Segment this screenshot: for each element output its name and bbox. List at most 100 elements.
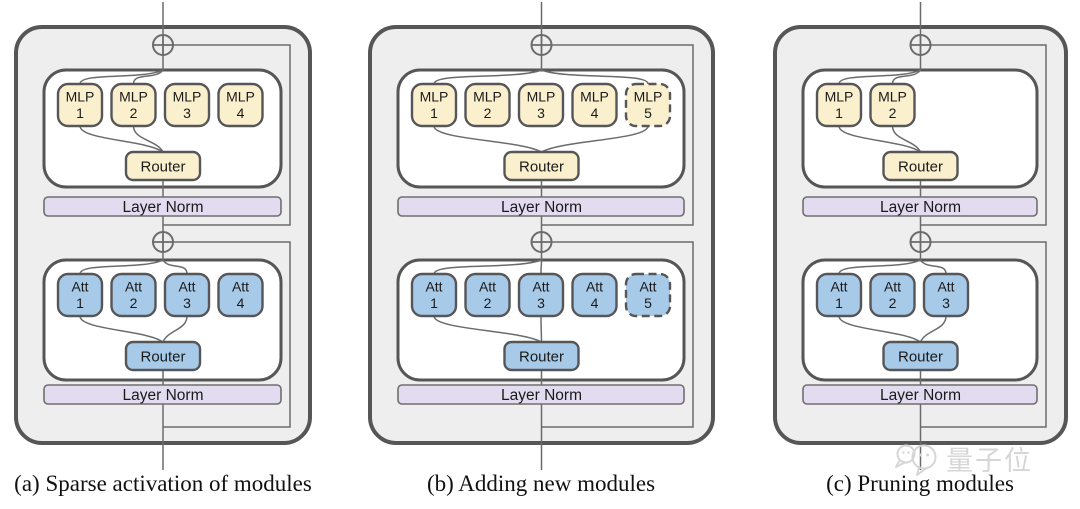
router-label: Router bbox=[519, 349, 564, 366]
caption-a: (a) Sparse activation of modules bbox=[14, 471, 312, 496]
module-number: 1 bbox=[76, 295, 84, 311]
module-number: 3 bbox=[537, 295, 545, 311]
module-number: 4 bbox=[591, 105, 599, 121]
module-number: 4 bbox=[237, 295, 245, 311]
layer-norm-bar bbox=[43, 196, 282, 217]
module-number: 1 bbox=[835, 105, 843, 121]
module-number: 2 bbox=[130, 295, 138, 311]
route-curve-top bbox=[838, 69, 921, 85]
module-name: MLP bbox=[473, 89, 502, 105]
module-number: 5 bbox=[644, 105, 652, 121]
layer-norm-bar bbox=[397, 196, 685, 217]
module-box-mlp-1 bbox=[410, 82, 458, 128]
module-number: 2 bbox=[484, 295, 492, 311]
route-curve-top bbox=[919, 259, 947, 275]
router-box bbox=[124, 340, 202, 372]
plus-cross-icon bbox=[910, 232, 931, 252]
route-curve-bottom bbox=[891, 125, 922, 153]
module-box-mlp-1 bbox=[56, 82, 104, 128]
route-curve-top bbox=[433, 259, 542, 275]
module-box-att-1 bbox=[56, 272, 104, 318]
module-number: 3 bbox=[537, 105, 545, 121]
route-curve-top bbox=[891, 69, 922, 85]
layer-norm-bar bbox=[397, 384, 685, 405]
layer-norm-bar bbox=[802, 384, 1038, 405]
module-name: MLP bbox=[226, 89, 255, 105]
module-box-att-2 bbox=[464, 272, 511, 318]
plus-cross-icon bbox=[531, 35, 552, 55]
module-number: 2 bbox=[130, 105, 138, 121]
route-curve-bottom bbox=[919, 315, 947, 343]
module-number: 2 bbox=[484, 105, 492, 121]
plus-cross-icon bbox=[531, 232, 552, 252]
residual-skip-line bbox=[163, 241, 291, 428]
module-number: 5 bbox=[644, 295, 652, 311]
panel-b: Layer NormMLP1MLP2MLP3MLP4MLP5RouterLaye… bbox=[368, 2, 715, 470]
router-box bbox=[503, 150, 580, 182]
router-label: Router bbox=[898, 349, 943, 366]
module-name: MLP bbox=[580, 89, 609, 105]
router-box bbox=[503, 340, 580, 372]
residual-skip-line bbox=[920, 44, 1047, 226]
residual-skip-line bbox=[541, 241, 694, 428]
module-box-att-2 bbox=[869, 272, 916, 318]
route-curve-bottom bbox=[541, 125, 649, 153]
residual-skip-line bbox=[163, 44, 291, 226]
module-name: MLP bbox=[420, 89, 449, 105]
signal-lines bbox=[433, 2, 694, 470]
module-box-att-3 bbox=[163, 272, 211, 318]
route-curve-top bbox=[433, 69, 542, 85]
module-name: MLP bbox=[825, 89, 854, 105]
layer-norm-label: Layer Norm bbox=[123, 387, 204, 404]
layer-norm-bar bbox=[43, 384, 282, 405]
module-box-mlp-4 bbox=[571, 82, 618, 128]
module-number: 1 bbox=[835, 295, 843, 311]
module-name: Att bbox=[586, 279, 603, 295]
module-name: Att bbox=[232, 279, 249, 295]
module-name: Att bbox=[532, 279, 549, 295]
plus-cross-icon bbox=[153, 232, 173, 252]
route-curve-top bbox=[162, 259, 188, 275]
route-curve-top bbox=[79, 69, 164, 85]
module-box-att-4 bbox=[571, 272, 618, 318]
layer-norm-label: Layer Norm bbox=[880, 387, 961, 404]
module-box-mlp-3 bbox=[163, 82, 211, 128]
module-box-att-5 bbox=[624, 272, 672, 318]
router-box bbox=[124, 150, 202, 182]
module-number: 3 bbox=[942, 295, 950, 311]
layer-norm-label: Layer Norm bbox=[501, 387, 582, 404]
module-number: 3 bbox=[183, 105, 191, 121]
router-box bbox=[882, 340, 959, 372]
route-curve-top bbox=[79, 259, 164, 275]
module-name: Att bbox=[125, 279, 142, 295]
module-name: Att bbox=[479, 279, 496, 295]
module-box-att-3 bbox=[922, 272, 970, 318]
route-curve-bottom bbox=[162, 315, 188, 343]
route-curve-top bbox=[838, 259, 921, 275]
module-box-att-3 bbox=[517, 272, 565, 318]
plus-cross-icon bbox=[153, 35, 173, 55]
router-label: Router bbox=[140, 349, 185, 366]
module-box-att-4 bbox=[217, 272, 264, 318]
module-number: 4 bbox=[237, 105, 245, 121]
module-name: Att bbox=[71, 279, 88, 295]
layer-norm-label: Layer Norm bbox=[123, 199, 204, 216]
router-label: Router bbox=[898, 159, 943, 176]
route-curve-bottom bbox=[79, 315, 164, 343]
module-box-mlp-5 bbox=[624, 82, 672, 128]
module-number: 3 bbox=[183, 295, 191, 311]
module-box-att-1 bbox=[410, 272, 458, 318]
route-curve-bottom bbox=[79, 125, 164, 153]
module-box-mlp-4 bbox=[217, 82, 264, 128]
router-label: Router bbox=[140, 159, 185, 176]
module-box-mlp-2 bbox=[110, 82, 157, 128]
caption-b: (b) Adding new modules bbox=[426, 471, 656, 496]
watermark-text: 量子位 bbox=[946, 446, 1033, 476]
module-name: MLP bbox=[527, 89, 556, 105]
module-box-att-1 bbox=[815, 272, 863, 318]
route-curve-top bbox=[540, 259, 543, 275]
module-number: 1 bbox=[430, 105, 438, 121]
router-box bbox=[882, 150, 959, 182]
